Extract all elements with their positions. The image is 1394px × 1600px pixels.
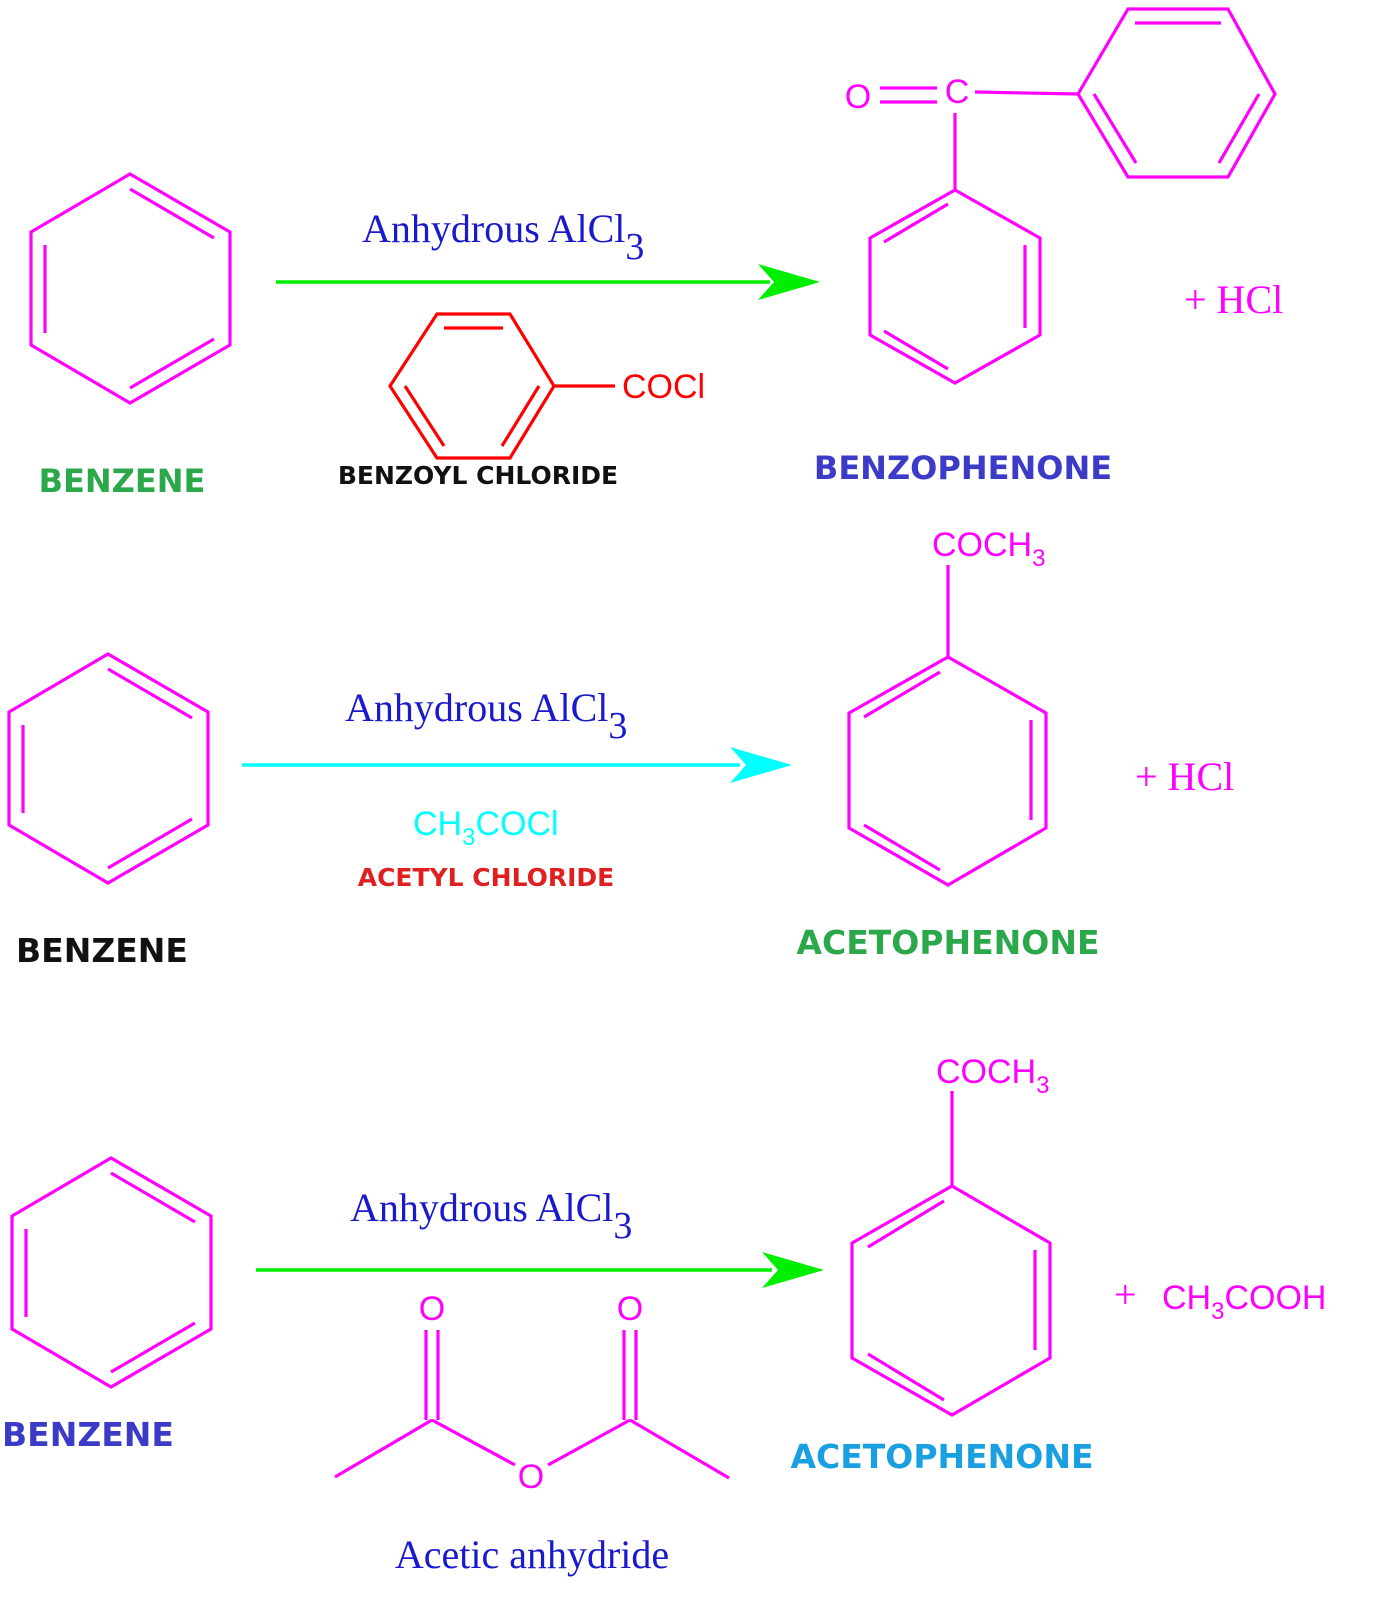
reagent-label: Acetic anhydride bbox=[395, 1532, 669, 1577]
byproduct: + HCl bbox=[1184, 277, 1283, 322]
reactant-label: BENZENE bbox=[39, 462, 206, 500]
reaction-arrow bbox=[242, 747, 792, 783]
reactant-label: BENZENE bbox=[2, 1415, 174, 1454]
byproduct-formula: CH3COOH bbox=[1162, 1279, 1326, 1325]
byproduct: + HCl bbox=[1135, 754, 1234, 799]
reagent-group: COCl bbox=[622, 368, 705, 406]
benzoyl-chloride-structure bbox=[388, 312, 615, 460]
reaction-2: BENZENE Anhydrous AlCl3 CH3COCl ACETYL C… bbox=[7, 526, 1234, 970]
acetophenone-structure bbox=[850, 1091, 1052, 1417]
acetophenone-structure bbox=[847, 565, 1048, 887]
anhydride-oxygen-bridge: O bbox=[518, 1458, 544, 1496]
benzene-ring bbox=[7, 652, 210, 885]
benzene-ring bbox=[10, 1156, 213, 1389]
product-label: ACETOPHENONE bbox=[796, 923, 1099, 962]
product-label: ACETOPHENONE bbox=[790, 1437, 1093, 1476]
reagent-label: ACETYL CHLORIDE bbox=[358, 863, 615, 892]
byproduct-plus: + bbox=[1114, 1272, 1137, 1317]
reaction-3: BENZENE Anhydrous AlCl3 O O O Acetic anh… bbox=[2, 1053, 1326, 1577]
product-group: COCH3 bbox=[932, 526, 1045, 572]
reactant-label: BENZENE bbox=[16, 931, 188, 970]
product-group: COCH3 bbox=[936, 1053, 1049, 1099]
product-carbon: C bbox=[945, 73, 970, 111]
product-label: BENZOPHENONE bbox=[814, 449, 1112, 487]
anhydride-oxygen-left: O bbox=[419, 1290, 445, 1328]
benzophenone-structure bbox=[868, 7, 1277, 385]
reaction-arrow bbox=[276, 264, 820, 300]
acetic-anhydride-structure bbox=[334, 1330, 730, 1480]
catalyst-label: Anhydrous AlCl3 bbox=[362, 206, 644, 268]
reaction-1: BENZENE Anhydrous AlCl3 COCl BENZOYL CHL… bbox=[29, 7, 1283, 500]
anhydride-oxygen-right: O bbox=[617, 1290, 643, 1328]
reagent-formula: CH3COCl bbox=[413, 805, 559, 851]
product-oxygen: O bbox=[845, 78, 871, 116]
reagent-label: BENZOYL CHLORIDE bbox=[338, 461, 618, 490]
catalyst-label: Anhydrous AlCl3 bbox=[345, 685, 627, 747]
catalyst-label: Anhydrous AlCl3 bbox=[350, 1185, 632, 1247]
reaction-arrow bbox=[256, 1252, 824, 1288]
benzene-ring bbox=[29, 172, 232, 405]
